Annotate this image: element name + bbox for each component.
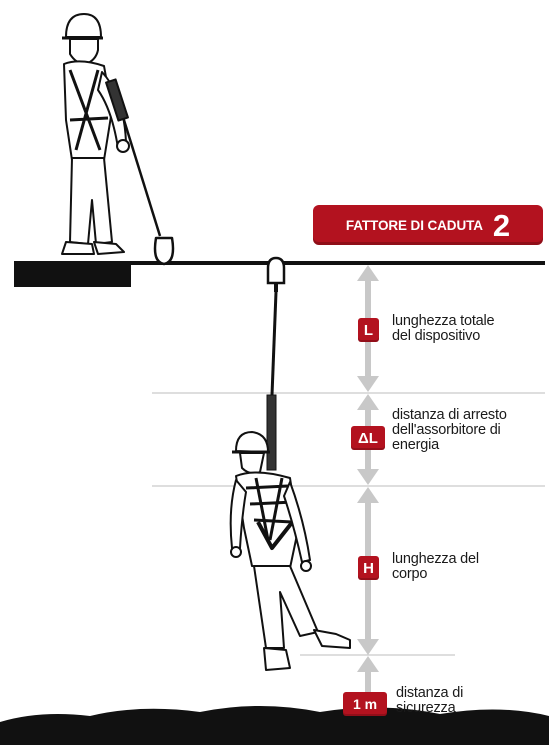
label-body-length: lunghezza del corpo xyxy=(392,552,479,582)
label-body-length-line2: corpo xyxy=(392,566,428,582)
fall-factor-label: FATTORE DI CADUTA xyxy=(345,217,483,233)
badge-delta-L: ΔL xyxy=(351,426,385,450)
fall-factor-banner: FATTORE DI CADUTA 2 xyxy=(313,205,543,245)
label-deceleration-line2: dell'assorbitore di xyxy=(392,422,501,438)
anchor-hook-icon xyxy=(153,236,175,266)
label-total-length-line1: lunghezza totale xyxy=(392,313,495,329)
badge-H: H xyxy=(358,556,379,580)
label-safety-line2: sicurezza xyxy=(396,700,456,716)
fall-factor-value: 2 xyxy=(492,207,511,243)
badge-L: L xyxy=(358,318,379,342)
label-deceleration-line1: distanza di arresto xyxy=(392,407,507,423)
energy-absorber-icon xyxy=(266,394,277,471)
label-deceleration-line3: energia xyxy=(392,437,439,453)
label-total-length: lunghezza totale del dispositivo xyxy=(392,313,495,344)
ground xyxy=(0,706,549,745)
hanging-worker-icon xyxy=(229,431,351,671)
label-total-length-line2: del dispositivo xyxy=(392,328,481,344)
hanging-lanyard xyxy=(266,256,286,471)
platform xyxy=(14,262,131,287)
label-safety-distance: distanza di sicurezza xyxy=(396,686,463,716)
top-connector-icon xyxy=(266,256,286,285)
badge-safety-distance: 1 m xyxy=(343,692,387,716)
reference-lines xyxy=(152,392,545,656)
standing-worker-icon xyxy=(61,13,175,266)
label-safety-line1: distanza di xyxy=(396,685,464,701)
label-body-length-line1: lunghezza del xyxy=(392,551,479,567)
label-deceleration-distance: distanza di arresto dell'assorbitore di … xyxy=(392,408,507,453)
